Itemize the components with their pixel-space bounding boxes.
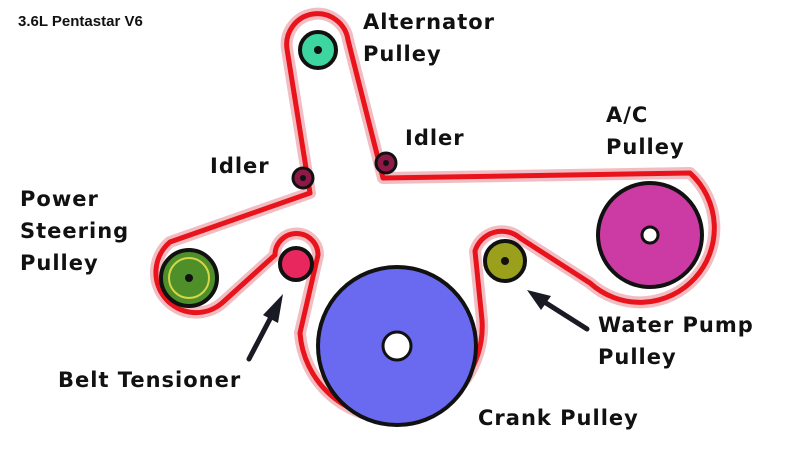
engine-title: 3.6L Pentastar V6 [18, 13, 143, 30]
water-pump-label-line-2: Pulley [598, 345, 677, 369]
idler-pulley-right [374, 151, 398, 175]
ac-label-line-1: A/C [606, 103, 649, 127]
ac-label-line-2: Pulley [606, 135, 685, 159]
water-pump-arrow [527, 290, 590, 332]
idler-right-label: Idler [405, 126, 465, 150]
power-steering-pulley [159, 248, 219, 308]
belt-tensioner-label: Belt Tensioner [58, 368, 242, 392]
ac-pulley-label: A/C Pulley [606, 99, 685, 163]
power-steering-label-line-1: Power [20, 187, 99, 211]
alternator-label-line-1: Alternator [363, 10, 496, 34]
alternator-pulley-label: Alternator Pulley [363, 6, 495, 70]
power-steering-pulley-label: Power Steering Pulley [20, 183, 129, 279]
crank-pulley [316, 265, 478, 427]
belt-tensioner-arrow [246, 294, 283, 362]
power-steering-label-line-3: Pulley [20, 251, 99, 275]
ac-pulley [596, 181, 704, 289]
alternator-pulley [298, 30, 338, 70]
water-pump-label-line-1: Water Pump [598, 313, 754, 337]
idler-left-label: Idler [210, 154, 270, 178]
belt-tensioner-pulley [278, 246, 314, 282]
water-pump-pulley-label: Water Pump Pulley [598, 309, 754, 373]
crank-pulley-label: Crank Pulley [478, 406, 639, 430]
power-steering-label-line-2: Steering [20, 219, 130, 243]
alternator-label-line-2: Pulley [363, 42, 442, 66]
water-pump-pulley [483, 239, 527, 283]
idler-pulley-left [291, 166, 315, 190]
